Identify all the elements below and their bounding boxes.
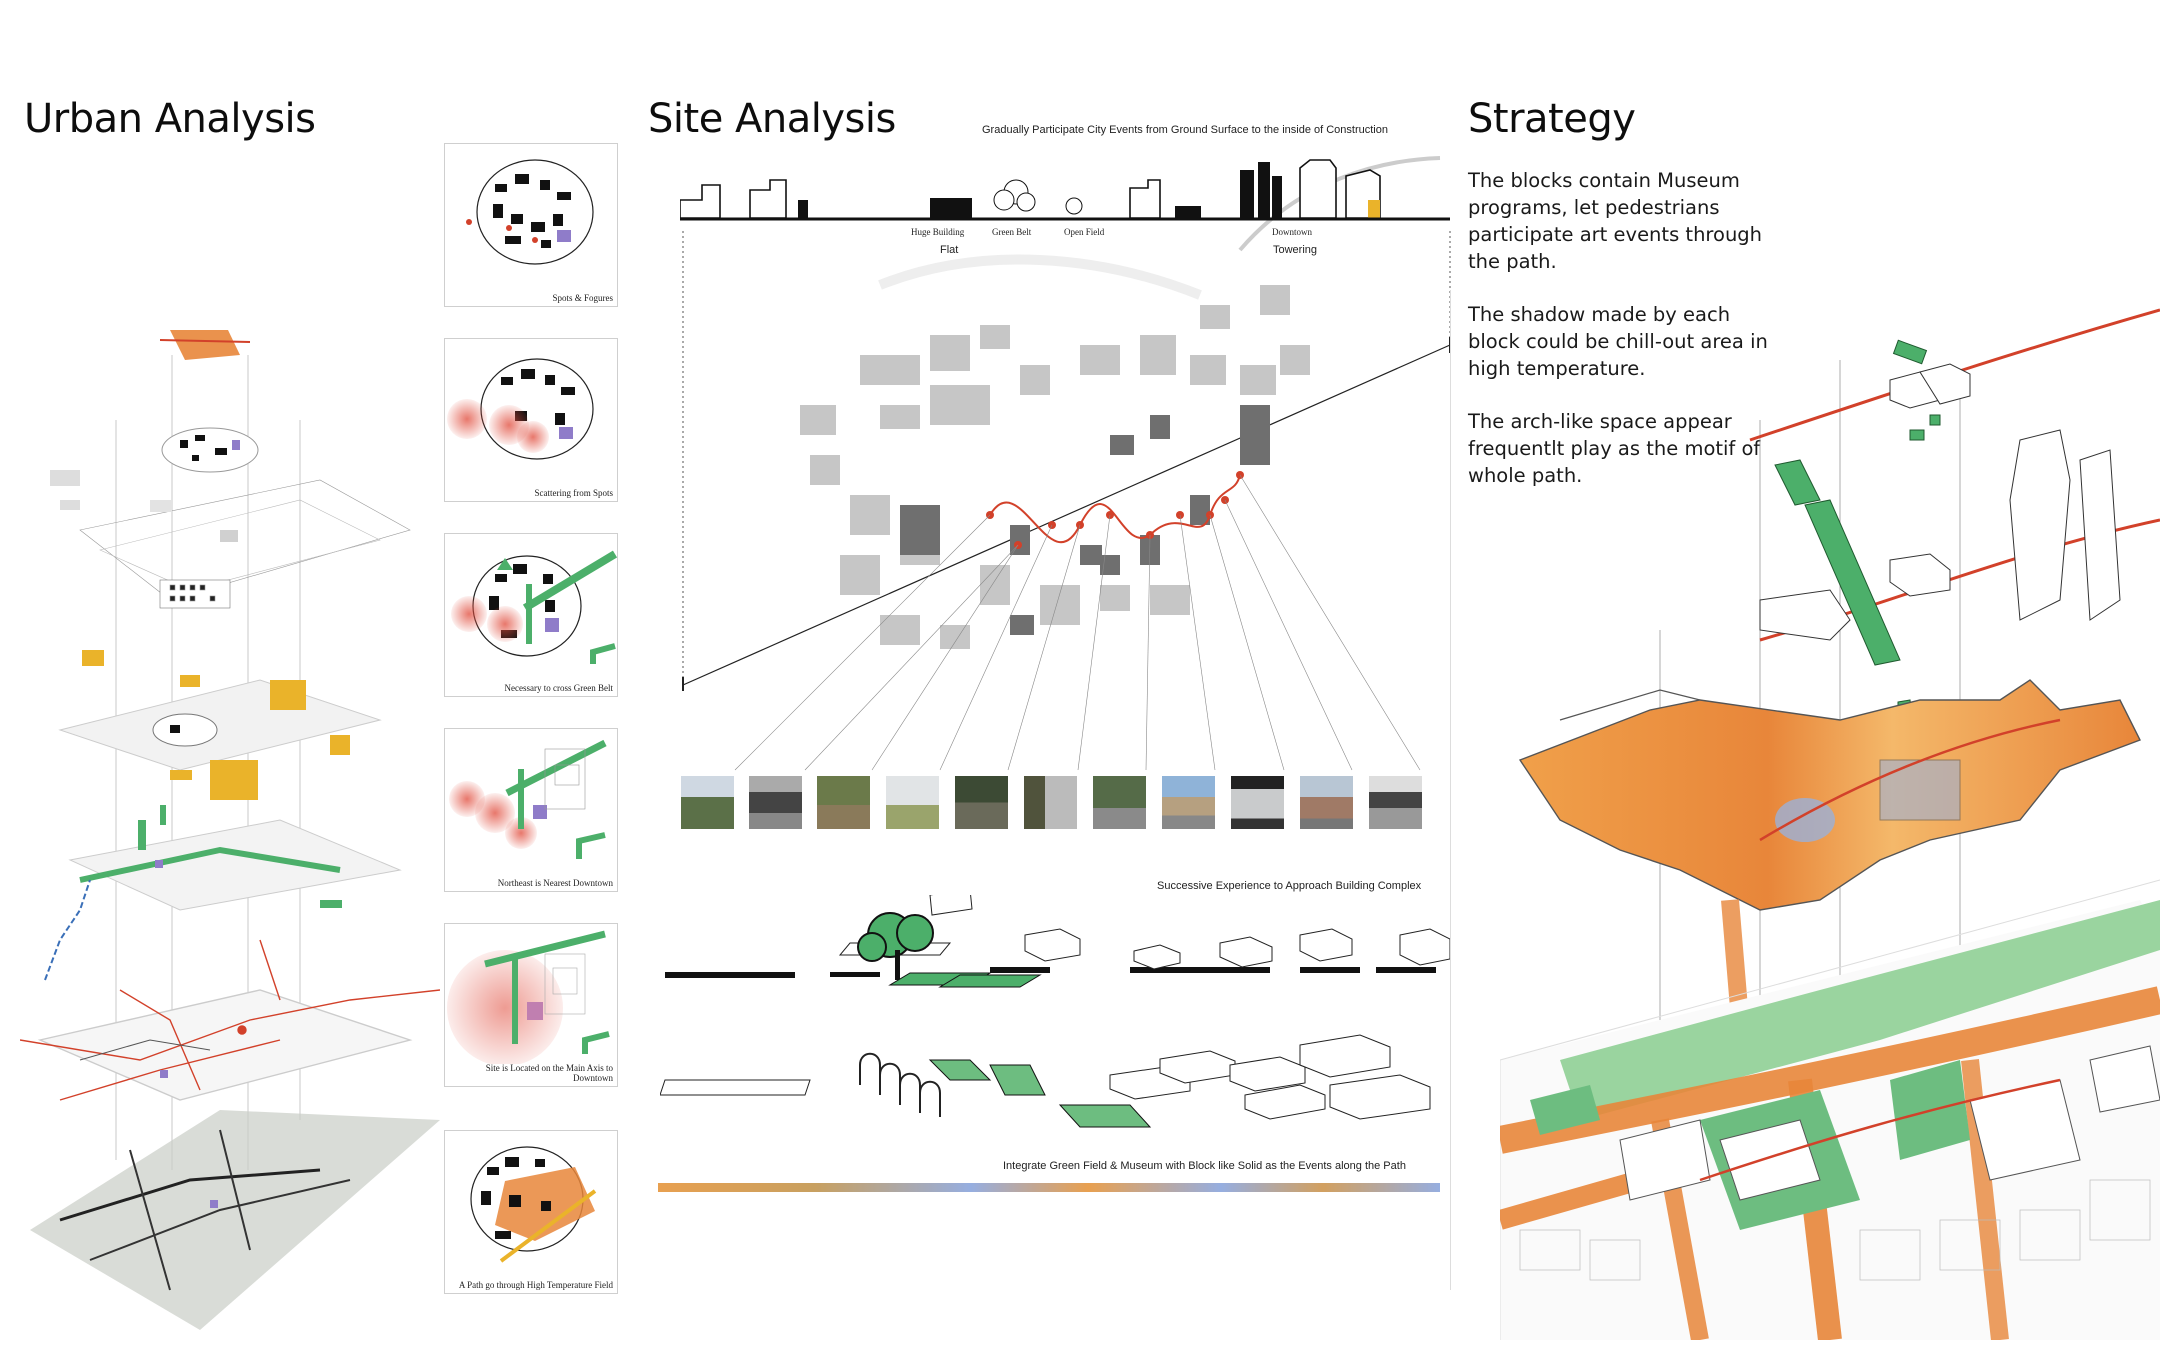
- site-photo-9: [1231, 776, 1284, 829]
- scattering-diagram: [447, 358, 594, 460]
- towering-label: Towering: [1273, 244, 1318, 256]
- site-photo-10: [1300, 776, 1353, 829]
- museum-blocks: [1759, 363, 2121, 641]
- skyline-label-downtown: Downtown: [1272, 227, 1312, 237]
- urban-panel-caption: A Path go through High Temperature Field: [458, 1280, 613, 1290]
- site-photo-1: [681, 776, 734, 829]
- site-analysis-heading: Site Analysis: [648, 96, 896, 142]
- main-axis-diagram: [447, 930, 610, 1064]
- temperature-gradient-bar: [658, 1183, 1440, 1192]
- skyline-label-green-belt: Green Belt: [992, 227, 1032, 237]
- urban-panel-6: A Path go through High Temperature Field: [444, 1130, 618, 1294]
- urban-panel-3: Necessary to cross Green Belt: [444, 533, 618, 697]
- site-top-caption: Gradually Participate City Events from G…: [982, 124, 1388, 136]
- integrate-caption: Integrate Green Field & Museum with Bloc…: [1003, 1160, 1406, 1172]
- site-plan: [682, 231, 1451, 771]
- urban-panel-caption: Site is Located on the Main Axis to Down…: [485, 1063, 613, 1083]
- urban-layer-stack: [20, 330, 440, 1330]
- strategy-paragraph-3: The arch-like space appear frequentlt pl…: [1468, 410, 1761, 487]
- skyline-label-huge-building: Huge Building: [911, 227, 965, 237]
- site-photo-7: [1093, 776, 1146, 829]
- block-grid-layer: [50, 470, 411, 609]
- strategy-description: The blocks contain Museum programs, let …: [1468, 167, 1768, 515]
- downtown-diagram: [449, 739, 607, 859]
- urban-panel-caption: Scattering from Spots: [534, 488, 614, 498]
- heat-top-layer: [159, 330, 251, 360]
- skyline-label-open-field: Open Field: [1064, 227, 1105, 237]
- site-photo-4: [886, 776, 939, 829]
- site-photo-8: [1162, 776, 1215, 829]
- skyline-section: [680, 156, 1450, 252]
- urban-panel-5: Site is Located on the Main Axis to Down…: [444, 923, 618, 1087]
- strategy-paragraph-1: The blocks contain Museum programs, let …: [1468, 169, 1763, 273]
- site-figure-layer: [161, 427, 259, 473]
- strategy-heading: Strategy: [1468, 96, 1636, 142]
- tree-icon: [857, 912, 934, 980]
- site-photo-11: [1369, 776, 1422, 829]
- strategy-exploded-axonometric: [1500, 308, 2160, 1340]
- arch-icon: [859, 1052, 941, 1117]
- urban-panel-2: Scattering from Spots: [444, 338, 618, 502]
- urban-panel-caption: Spots & Fogures: [552, 293, 613, 303]
- temperature-diagram: [470, 1146, 597, 1263]
- strategy-paragraph-2: The shadow made by each block could be c…: [1468, 303, 1768, 380]
- yellow-landuse-layer: [58, 650, 382, 800]
- green-belt-layer: [44, 805, 402, 981]
- green-belt-diagram: [451, 550, 617, 664]
- site-photo-5: [955, 776, 1008, 829]
- heat-field-layer: [1518, 679, 2141, 1021]
- aerial-base-layer: [30, 1110, 440, 1330]
- flat-label: Flat: [940, 244, 959, 256]
- urban-panel-caption: Necessary to cross Green Belt: [504, 683, 613, 693]
- urban-panel-1: Spots & Fogures: [444, 143, 618, 307]
- approach-sequence: [660, 895, 1451, 1128]
- urban-panel-caption: Northeast is Nearest Downtown: [497, 878, 613, 888]
- ground-aerial-layer: [1500, 879, 2160, 1340]
- column-divider: [1450, 290, 1451, 1290]
- urban-analysis-heading: Urban Analysis: [24, 96, 316, 142]
- approach-caption: Successive Experience to Approach Buildi…: [1157, 880, 1422, 892]
- urban-panel-4: Northeast is Nearest Downtown: [444, 728, 618, 892]
- site-photo-2: [749, 776, 802, 829]
- road-network-layer: [20, 939, 440, 1101]
- spots-diagram: [466, 159, 594, 265]
- site-photo-3: [817, 776, 870, 829]
- site-photo-6: [1024, 776, 1077, 829]
